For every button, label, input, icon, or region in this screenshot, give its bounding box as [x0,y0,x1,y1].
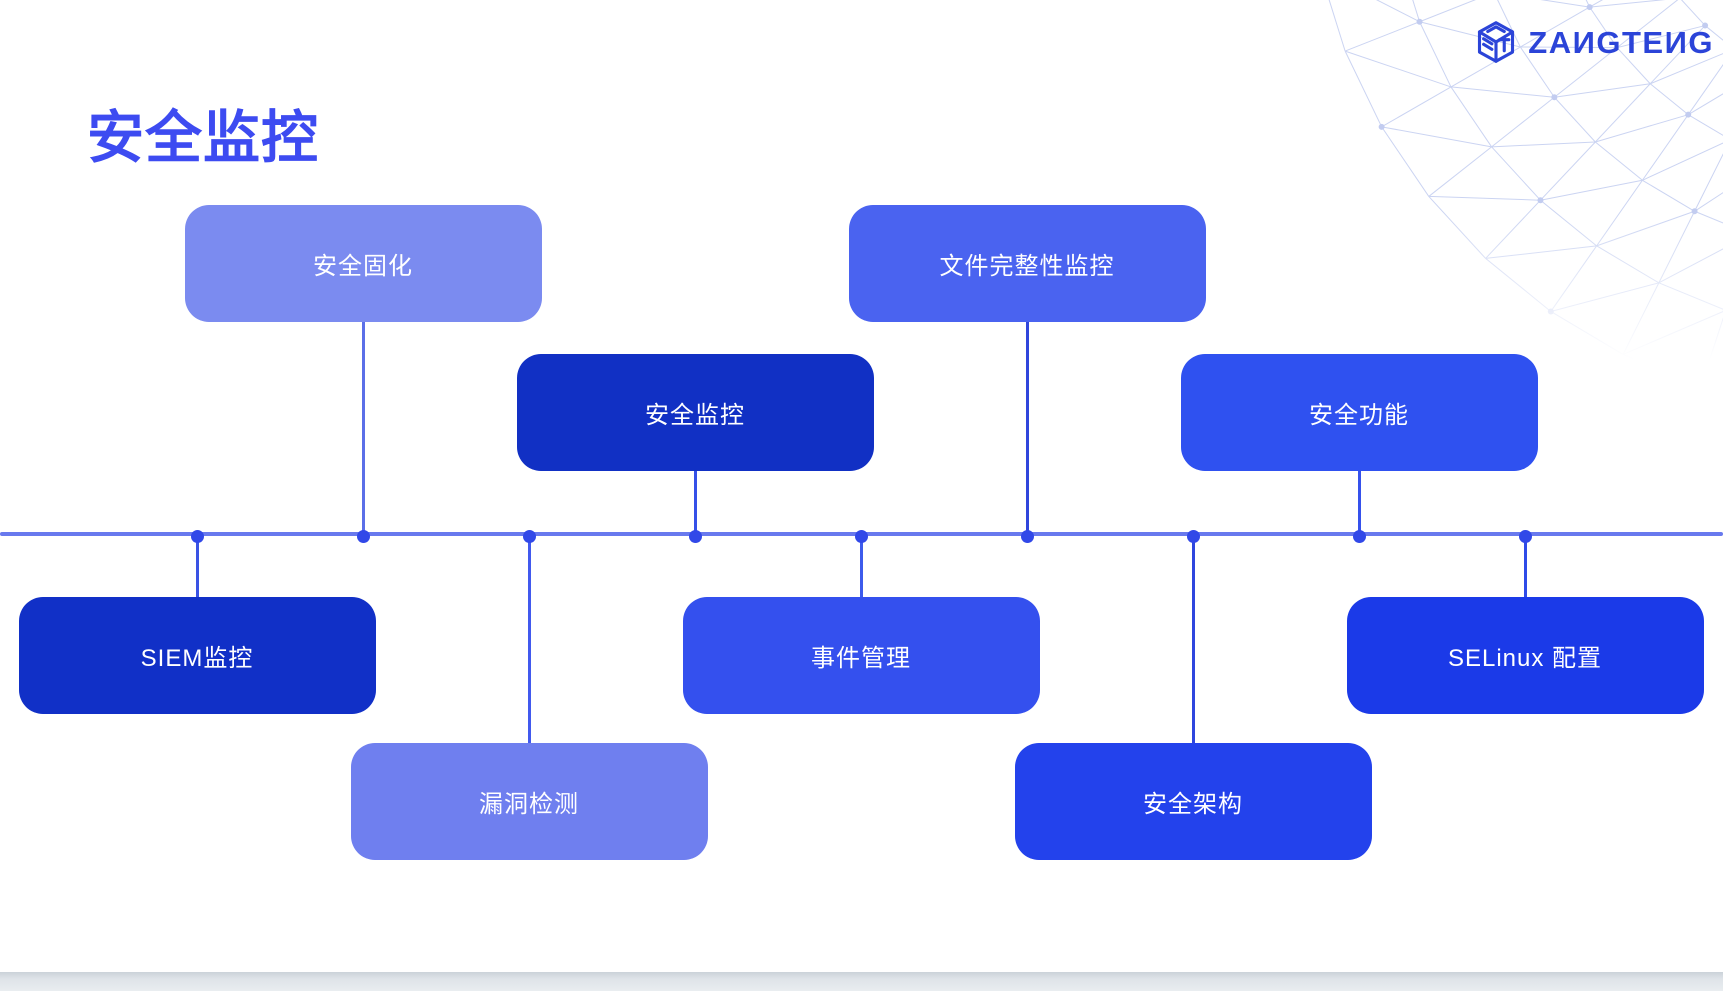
timeline-dot [522,529,536,543]
node-connector [361,320,365,534]
node-label: 安全架构 [1143,791,1243,818]
node-label: 安全监控 [645,402,745,429]
diagram-node-2: 安全固化 [184,205,542,322]
node-connector [1523,534,1527,599]
diagram-node-3: 漏洞检测 [350,743,708,860]
node-label: SIEM监控 [140,645,254,672]
diagram-node-5: 事件管理 [682,597,1040,714]
node-label: 事件管理 [811,645,911,672]
diagram-node-1: SIEM监控 [18,597,376,714]
node-connector [693,469,697,534]
node-label: 漏洞检测 [479,791,579,818]
node-label: 安全功能 [1309,402,1409,429]
node-label: 安全固化 [313,253,413,280]
timeline-dot [356,529,370,543]
timeline-dot [1352,529,1366,543]
node-connector [195,534,199,599]
timeline-dot [854,529,868,543]
diagram-node-9: SELinux 配置 [1346,597,1704,714]
node-connector [1025,320,1029,534]
node-connector [1357,469,1361,534]
timeline-dot [190,529,204,543]
diagram-node-8: 安全功能 [1180,354,1538,471]
diagram-node-4: 安全监控 [516,354,874,471]
node-connector [527,534,531,745]
diagram-node-6: 文件完整性监控 [848,205,1206,322]
node-label: SELinux 配置 [1447,645,1603,672]
cube-logo-icon [1478,21,1515,63]
timeline-dot [1020,529,1034,543]
timeline-dot [688,529,702,543]
timeline-dot [1186,529,1200,543]
brand-wordmark: ZAИGTEИG [1528,24,1714,60]
node-connector [859,534,863,599]
node-connector [1191,534,1195,745]
bottom-bar [0,972,1723,991]
page-title: 安全监控 [87,106,319,171]
timeline-dot [1518,529,1532,543]
node-label: 文件完整性监控 [939,253,1115,280]
brand-logo: ZAИGTEИG [1474,20,1714,64]
diagram-node-7: 安全架构 [1014,743,1372,860]
